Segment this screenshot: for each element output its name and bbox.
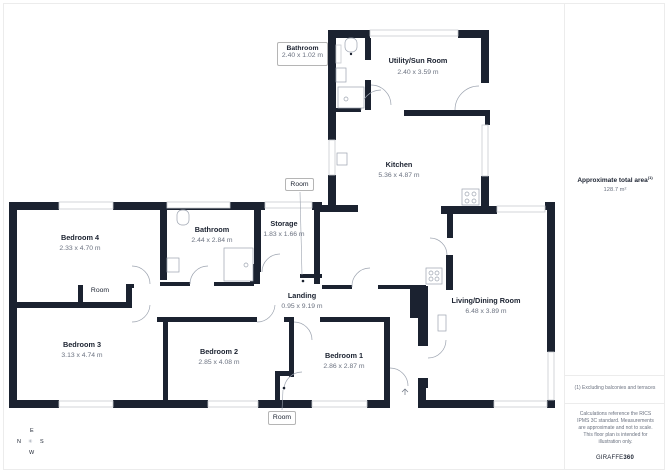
callout-room-bottom-label: Room [272, 414, 292, 421]
toilet-icon-2 [176, 209, 190, 226]
room-utility-name: Utility/Sun Room [389, 56, 448, 65]
compass-bottom: W [29, 450, 35, 456]
page-frame [3, 3, 665, 470]
leader-lines [281, 191, 303, 411]
room-living-name: Living/Dining Room [452, 296, 521, 305]
compass-right: S [40, 439, 44, 445]
callout-room-bedroom4-label: Room [90, 287, 110, 294]
hob-icon-2 [425, 267, 443, 285]
total-area-title: Approximate total area(1) [565, 175, 665, 184]
total-area-footnote-mark: (1) [647, 175, 653, 180]
compass-center-icon: ✳ [28, 439, 33, 445]
shower-icon [337, 86, 365, 109]
room-storage-dims: 1.83 x 1.66 m [263, 231, 305, 238]
room-bedroom3-dims: 3.13 x 4.74 m [61, 352, 103, 359]
callout-bathroom-upper-name: Bathroom [286, 45, 319, 52]
fixture-dots [282, 279, 305, 390]
kitchen-sink-icon [336, 152, 348, 166]
hob-icon [461, 188, 480, 206]
room-kitchen-dims: 5.36 x 4.87 m [378, 172, 420, 179]
brand-logo-bold: 360 [623, 455, 635, 461]
panel-divider-1 [565, 375, 665, 376]
room-bedroom1-name: Bedroom 1 [325, 351, 363, 360]
windows [58, 29, 555, 408]
area-footnote: (1) Excluding balconies and terraces [574, 385, 656, 391]
compass-rose: E N S W ✳ [16, 428, 48, 460]
callout-room-bedroom4: Room [84, 285, 116, 298]
callout-room-bottom: Room [268, 411, 296, 425]
total-area-title-text: Approximate total area [577, 177, 648, 185]
callout-room-top-label: Room [290, 181, 309, 188]
room-bedroom2-name: Bedroom 2 [200, 347, 238, 356]
compass-top: E [30, 428, 34, 434]
walls [9, 30, 555, 408]
toilet-icon [344, 37, 358, 53]
room-storage-name: Storage [270, 219, 297, 228]
brand-logo-light: GIRAFFE [595, 455, 624, 461]
room-bedroom3-name: Bedroom 3 [63, 340, 101, 349]
doors [131, 84, 480, 391]
room-bedroom4-dims: 2.33 x 4.70 m [59, 245, 101, 252]
radiator-icon [437, 314, 447, 332]
callout-bathroom-upper-dims: 2.40 x 1.02 m [281, 52, 324, 59]
sink-icon [335, 67, 347, 83]
room-kitchen-name: Kitchen [386, 160, 413, 169]
room-bathroom-name: Bathroom [195, 225, 230, 234]
room-bedroom2-dims: 2.85 x 4.08 m [198, 359, 240, 366]
info-panel: Approximate total area(1) 128.7 m² (1) E… [564, 3, 665, 470]
stair-arrow-icon [401, 388, 409, 395]
total-area-value: 128.7 m² [603, 187, 627, 193]
fixtures [166, 37, 480, 332]
callout-bathroom-upper: Bathroom 2.40 x 1.02 m [277, 42, 328, 66]
room-bedroom4-name: Bedroom 4 [61, 233, 100, 242]
room-bedroom1-dims: 2.86 x 2.87 m [323, 363, 365, 370]
shower-tray-icon [223, 247, 254, 282]
room-landing-dims: 0.95 x 9.19 m [281, 303, 323, 310]
callout-room-top: Room [285, 178, 314, 191]
compass-left: N [17, 439, 21, 445]
panel-divider-2 [565, 403, 665, 404]
room-utility-dims: 2.40 x 3.59 m [397, 69, 439, 76]
room-living-dims: 6.48 x 3.89 m [465, 308, 507, 315]
room-landing-name: Landing [288, 291, 316, 300]
disclaimer-text: Calculations reference the RICS IPMS 3C … [577, 411, 654, 445]
brand-logo: GIRAFFE360 [565, 455, 665, 461]
bath-sink-icon [166, 257, 180, 273]
room-bathroom-dims: 2.44 x 2.84 m [191, 237, 233, 244]
